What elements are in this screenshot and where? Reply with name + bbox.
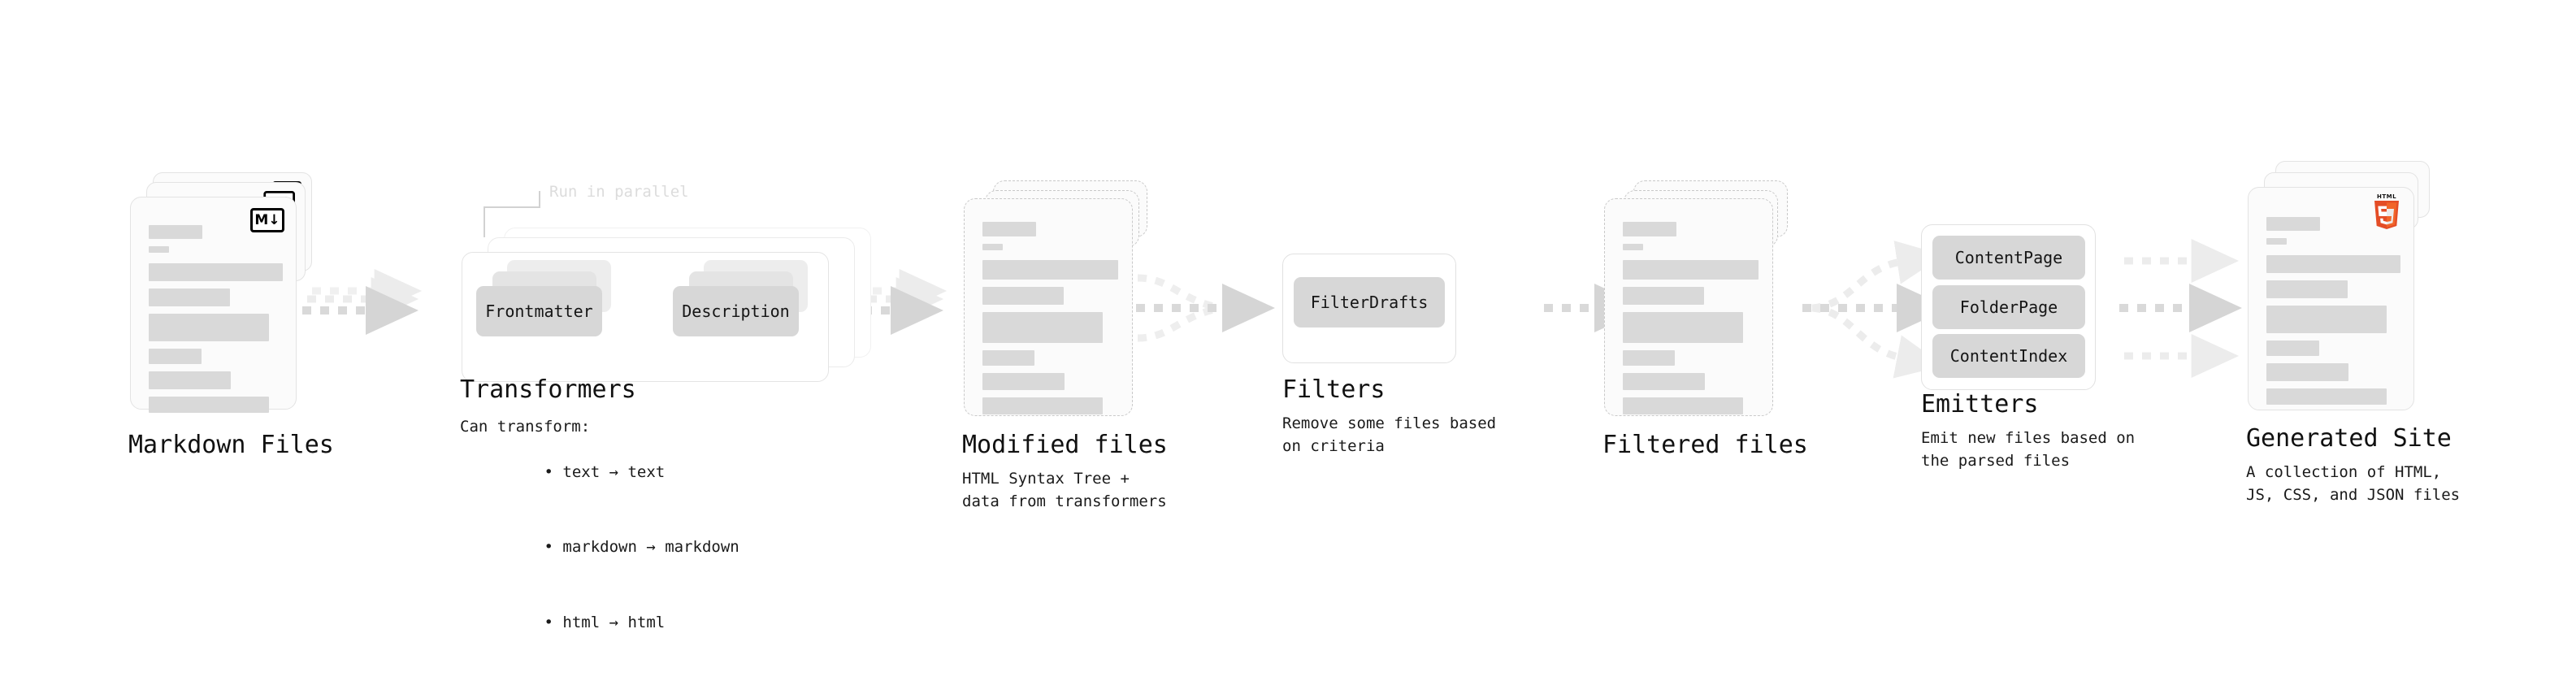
markdown-badge: M↓ (250, 208, 284, 232)
modified-card-front[interactable] (964, 198, 1133, 416)
chip-contentpage-label: ContentPage (1954, 248, 2063, 267)
stage-label-filters: Filters (1282, 375, 1386, 404)
connector-emitters-to-site (2119, 239, 2242, 378)
placeholder-bars (149, 225, 283, 420)
connector-transformers-to-modified (827, 269, 948, 335)
html5-icon: HTML (2373, 194, 2400, 232)
stage-label-generated-site: Generated Site (2246, 424, 2452, 453)
chip-folderpage-label: FolderPage (1959, 297, 2058, 317)
modified-files-description: HTML Syntax Tree + data from transformer… (962, 470, 1167, 510)
html5-icon-word: HTML (2376, 193, 2397, 200)
chip-contentindex[interactable]: ContentIndex (1932, 334, 2085, 378)
filtered-card-front[interactable] (1604, 198, 1773, 416)
chip-folderpage[interactable]: FolderPage (1932, 285, 2085, 329)
markdown-badge-text: M↓ (254, 211, 280, 228)
chip-description[interactable]: Description (673, 286, 799, 336)
generated-site-description: A collection of HTML, JS, CSS, and JSON … (2246, 463, 2461, 504)
filters-description: Remove some files based on criteria (1282, 414, 1497, 455)
placeholder-bars (982, 222, 1119, 422)
stage-label-transformers: Transformers (460, 375, 636, 404)
bullet-markdown-to-markdown: • markdown → markdown (544, 538, 739, 557)
connector-filtered-to-emitters (1802, 241, 1949, 379)
bullet-text-to-text: • text → text (544, 462, 666, 481)
bullet-html-to-html: • html → html (544, 613, 666, 631)
placeholder-bars (2266, 217, 2400, 412)
chip-filterdrafts[interactable]: FilterDrafts (1294, 277, 1445, 327)
connector-modified-to-filters (1136, 274, 1275, 342)
chip-contentpage[interactable]: ContentPage (1932, 236, 2085, 280)
placeholder-bars (1623, 222, 1759, 422)
emitters-description: Emit new files based on the parsed files (1921, 429, 2136, 470)
transformers-bullet-list: • text → text • markdown → markdown • ht… (470, 439, 739, 657)
chip-filterdrafts-label: FilterDrafts (1310, 293, 1429, 312)
transformers-description: Can transform: (460, 418, 591, 436)
stage-label-markdown-files: Markdown Files (128, 431, 334, 459)
stage-label-modified-files: Modified files (962, 431, 1168, 459)
markdown-card-front[interactable]: M↓ (130, 197, 297, 413)
chip-frontmatter[interactable]: Frontmatter (476, 286, 602, 336)
connector-markdown-to-transformers (302, 269, 423, 335)
site-card-front[interactable]: HTML (2248, 187, 2414, 410)
stage-label-emitters: Emitters (1921, 390, 2039, 419)
chip-contentindex-label: ContentIndex (1949, 346, 2068, 366)
parallel-leader-line (484, 191, 540, 237)
run-in-parallel-note: Run in parallel (549, 183, 689, 201)
chip-frontmatter-label: Frontmatter (485, 301, 593, 321)
html5-shield (2374, 201, 2399, 229)
stage-label-filtered-files: Filtered files (1602, 431, 1808, 459)
chip-description-label: Description (682, 301, 790, 321)
